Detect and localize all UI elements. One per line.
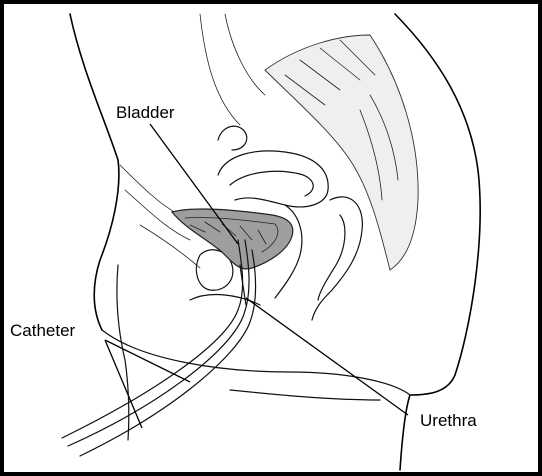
urethra-leader-line (246, 298, 408, 415)
catheter-tube-3 (80, 250, 256, 456)
urethra-label: Urethra (420, 411, 477, 430)
bladder-label: Bladder (116, 103, 175, 122)
fascia-line-3 (140, 225, 200, 268)
inner-contour-top (200, 14, 240, 125)
catheter-tube-1 (62, 240, 243, 438)
catheter-tube-2 (68, 240, 249, 446)
intestine-loop-small (218, 126, 247, 150)
rectum-inner (318, 215, 345, 300)
intestine-loop-inner (230, 171, 313, 196)
catheter-label: Catheter (10, 321, 76, 340)
thigh-outline (102, 330, 410, 395)
thigh-lower-outline (117, 265, 129, 440)
intestine-loop-upper (218, 151, 328, 207)
fascia-line-1 (120, 165, 180, 215)
inner-contour-top-2 (225, 14, 265, 95)
leg-crease (230, 390, 380, 400)
rectum-outline (312, 197, 362, 320)
body-front-outline (70, 14, 119, 330)
